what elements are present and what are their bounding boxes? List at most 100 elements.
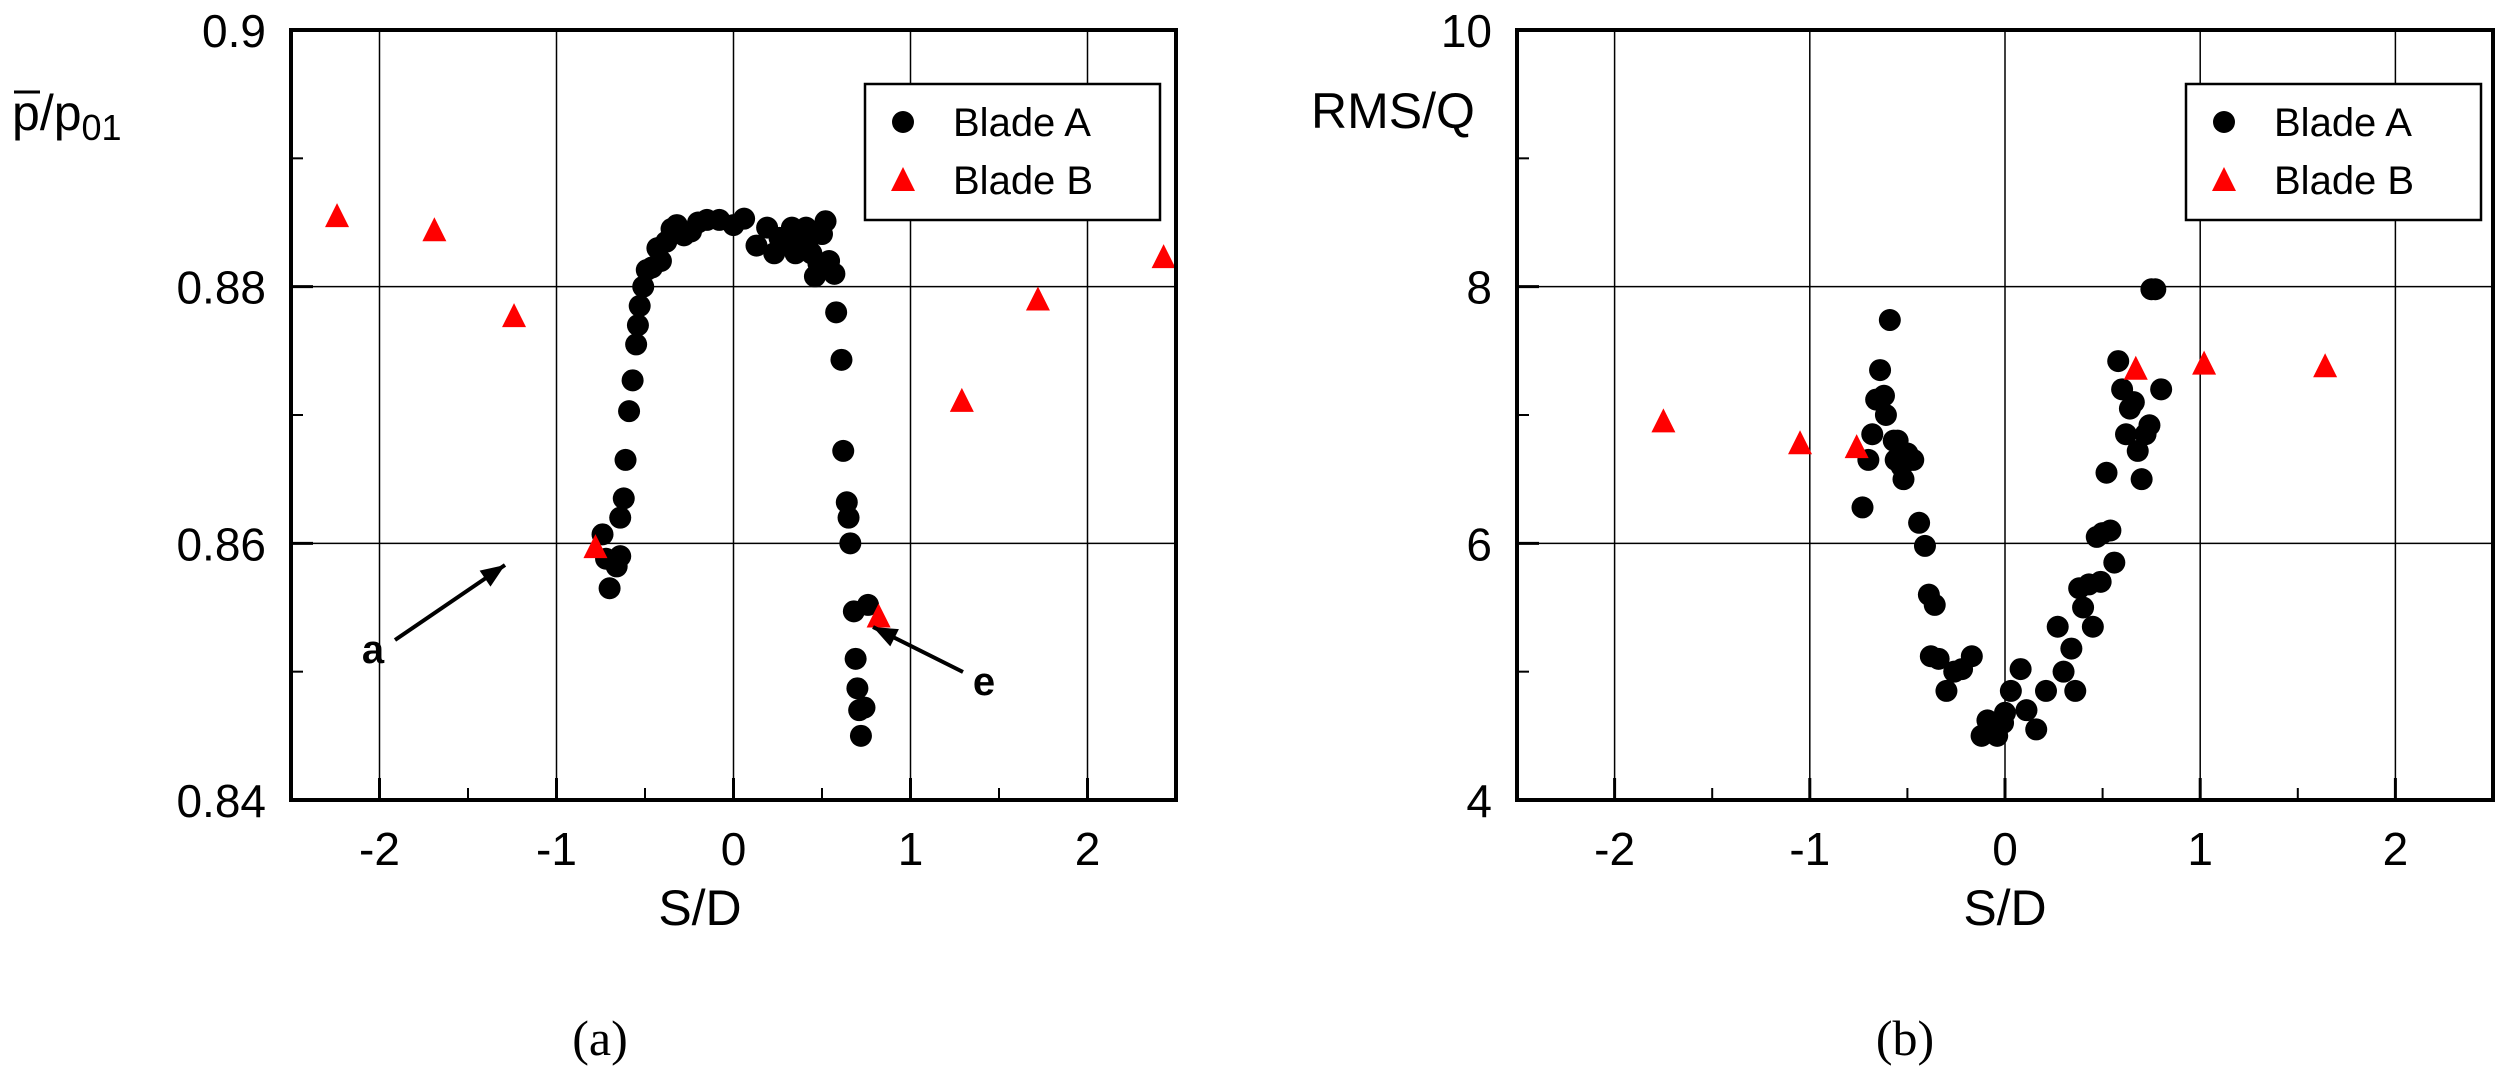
- data-point-b-blade-a-18: [1923, 593, 1946, 616]
- data-point-b-blade-a-40: [2072, 596, 2095, 619]
- y-axis-label-b: RMS/Q: [1311, 83, 1475, 139]
- data-point-b-blade-a-33: [2025, 718, 2048, 741]
- caption-b: (b): [1876, 1010, 1934, 1066]
- y-tick-label-b-0: 4: [1466, 775, 1492, 827]
- data-point-a-blade-a-58: [857, 593, 880, 616]
- legend-marker-a-0: [892, 111, 914, 133]
- data-point-a-blade-a-9: [621, 369, 644, 392]
- legend-label-a-0: Blade A: [953, 101, 1091, 145]
- y-axis-label-a-base: p: [12, 85, 40, 141]
- annotation-label-a: a: [362, 628, 385, 672]
- data-point-b-blade-b-4: [2192, 350, 2217, 375]
- annotation-label-e: e: [973, 660, 995, 704]
- data-point-b-blade-a-31: [2009, 658, 2032, 681]
- data-point-a-blade-a-2: [598, 577, 621, 600]
- data-point-b-blade-a-46: [2095, 461, 2118, 484]
- data-marks-a: [325, 203, 1176, 747]
- data-point-b-blade-a-7: [1878, 309, 1901, 332]
- x-tick-label-a-2: 0: [721, 823, 747, 875]
- data-point-b-blade-a-42: [2081, 615, 2104, 638]
- data-point-a-blade-a-7: [614, 448, 637, 471]
- y-axis-label-a-sub: 01: [82, 107, 122, 148]
- data-point-b-blade-a-32: [2015, 699, 2038, 722]
- data-point-b-blade-a-30: [1999, 679, 2022, 702]
- x-tick-label-b-3: 1: [2187, 823, 2213, 875]
- y-tick-label-a-1: 0.86: [176, 518, 266, 570]
- data-point-b-blade-a-2: [1861, 423, 1884, 446]
- legend-marker-b-1: [2212, 167, 2236, 191]
- data-point-a-blade-a-46: [825, 301, 848, 324]
- y-tick-label-a-0: 0.84: [176, 775, 266, 827]
- data-point-b-blade-a-36: [2052, 660, 2075, 683]
- data-point-a-blade-a-47: [830, 348, 853, 371]
- data-point-b-blade-a-15: [1908, 511, 1931, 534]
- y-tick-label-b-3: 10: [1441, 5, 1492, 57]
- data-point-b-blade-a-38: [2064, 679, 2087, 702]
- data-point-b-blade-a-35: [2046, 615, 2069, 638]
- annotations-a: ae: [362, 563, 995, 704]
- legend-marker-a-1: [891, 167, 915, 191]
- y-tick-label-a-3: 0.9: [202, 5, 266, 57]
- x-tick-label-b-1: -1: [1789, 823, 1830, 875]
- data-point-a-blade-a-5: [609, 506, 632, 529]
- data-point-a-blade-b-6: [1025, 286, 1050, 311]
- y-tick-label-a-2: 0.88: [176, 262, 266, 314]
- data-point-a-blade-a-56: [849, 724, 872, 747]
- data-point-b-blade-a-34: [2034, 679, 2057, 702]
- legend-label-a-1: Blade B: [953, 159, 1093, 203]
- data-point-a-blade-a-13: [632, 275, 655, 298]
- legend-a: Blade A Blade B: [863, 82, 1162, 222]
- data-point-b-blade-a-59: [2144, 278, 2167, 301]
- x-tick-label-b-0: -2: [1594, 823, 1635, 875]
- data-point-a-blade-b-3: [583, 534, 608, 559]
- data-point-b-blade-b-3: [2123, 355, 2148, 380]
- data-point-b-blade-a-21: [1935, 679, 1958, 702]
- y-axis-label-a-slash: /p: [40, 85, 82, 141]
- data-point-b-blade-a-53: [2122, 391, 2145, 414]
- data-point-a-blade-a-54: [846, 677, 869, 700]
- data-point-a-blade-a-4: [609, 545, 632, 568]
- y-axis-label-a: p/p01: [12, 85, 122, 148]
- data-point-b-blade-a-12: [1892, 468, 1915, 491]
- data-point-a-blade-a-43: [814, 210, 837, 233]
- data-point-a-blade-b-5: [949, 387, 974, 412]
- legend-label-b-0: Blade A: [2274, 101, 2412, 145]
- x-axis-label-a: S/D: [658, 880, 741, 936]
- data-point-a-blade-a-10: [625, 333, 648, 356]
- x-tick-label-a-0: -2: [359, 823, 400, 875]
- x-tick-label-b-4: 2: [2383, 823, 2409, 875]
- annotation-arrowhead-a: [479, 565, 505, 587]
- data-point-b-blade-a-51: [2115, 423, 2138, 446]
- y-tick-label-b-2: 8: [1466, 262, 1492, 314]
- data-point-b-blade-a-6: [1874, 404, 1897, 426]
- data-point-b-blade-a-16: [1913, 534, 1936, 557]
- data-point-b-blade-a-5: [1872, 384, 1895, 407]
- data-point-b-blade-a-57: [2138, 414, 2161, 437]
- legend-label-b-1: Blade B: [2274, 159, 2414, 203]
- data-point-b-blade-b-0: [1651, 408, 1676, 433]
- data-point-a-blade-b-0: [325, 203, 350, 228]
- data-point-a-blade-a-57: [853, 696, 876, 719]
- data-point-b-blade-a-60: [2150, 378, 2173, 401]
- legend-marker-b-0: [2213, 111, 2235, 133]
- data-point-a-blade-a-17: [649, 250, 672, 272]
- data-point-b-blade-a-49: [2107, 350, 2130, 373]
- legend-b: Blade A Blade B: [2184, 82, 2483, 222]
- caption-a: (a): [572, 1010, 628, 1066]
- data-point-b-blade-a-14: [1902, 448, 1925, 471]
- data-point-a-blade-a-8: [618, 400, 641, 423]
- data-point-a-blade-a-12: [628, 294, 651, 317]
- data-point-a-blade-b-7: [1151, 244, 1176, 269]
- data-point-b-blade-a-44: [2089, 570, 2112, 593]
- x-tick-label-b-2: 0: [1992, 823, 2018, 875]
- data-point-a-blade-a-28: [745, 234, 768, 257]
- data-point-a-blade-a-50: [837, 506, 860, 529]
- data-point-b-blade-a-37: [2060, 637, 2083, 660]
- data-point-a-blade-a-48: [832, 439, 855, 462]
- data-point-a-blade-a-6: [612, 487, 635, 510]
- data-point-a-blade-a-11: [626, 314, 649, 337]
